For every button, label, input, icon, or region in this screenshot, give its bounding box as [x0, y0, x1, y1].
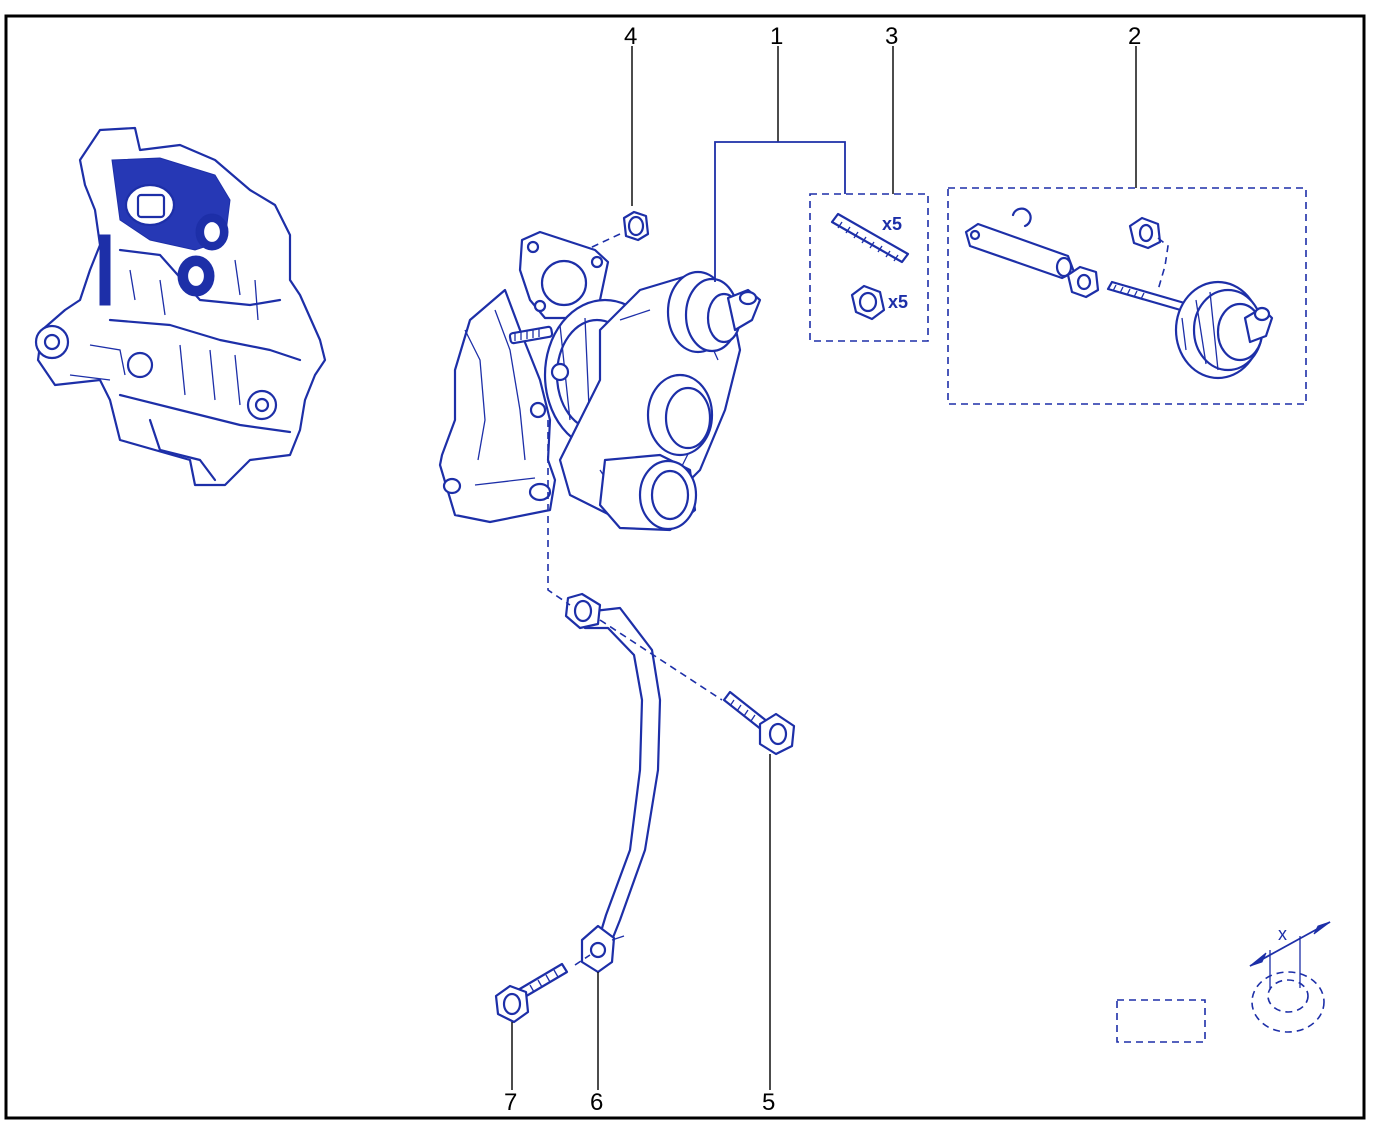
pipe-assembly-line: [547, 420, 571, 606]
legend-dashed-box: [1116, 999, 1206, 1043]
callout-2: 2: [1128, 23, 1141, 50]
dimension-legend: x: [1249, 921, 1331, 1033]
stud-quantity: x5: [882, 214, 902, 234]
nut-icon: [622, 210, 650, 242]
diagram-frame: [4, 14, 1366, 1120]
oil-pipe-icon: [564, 592, 662, 974]
bolt-assembly-line: [599, 619, 723, 701]
callout-4: 4: [624, 23, 637, 50]
bolt-icon: [494, 962, 569, 1024]
dimension-label: x: [1278, 924, 1287, 944]
callout-3: 3: [885, 23, 898, 50]
bolt-icon: [722, 690, 796, 756]
actuator-kit-box: [947, 187, 1307, 405]
callout-7: 7: [504, 1089, 517, 1116]
wastegate-actuator-icon: [964, 207, 1274, 380]
callout-6: 6: [590, 1089, 603, 1116]
nut-assembly-line: [589, 233, 621, 249]
stud-icon: [830, 212, 910, 264]
callout-5: 5: [762, 1089, 775, 1116]
turbocharger-icon: [438, 230, 762, 532]
lower-bolt-assembly-line: [574, 954, 591, 966]
engine-block-icon: [34, 126, 327, 487]
nut-quantity: x5: [888, 292, 908, 312]
stud-kit-box: [809, 193, 929, 342]
nut-icon: [850, 284, 886, 321]
callout-bracket-1: [714, 141, 846, 282]
callout-1: 1: [770, 23, 783, 50]
